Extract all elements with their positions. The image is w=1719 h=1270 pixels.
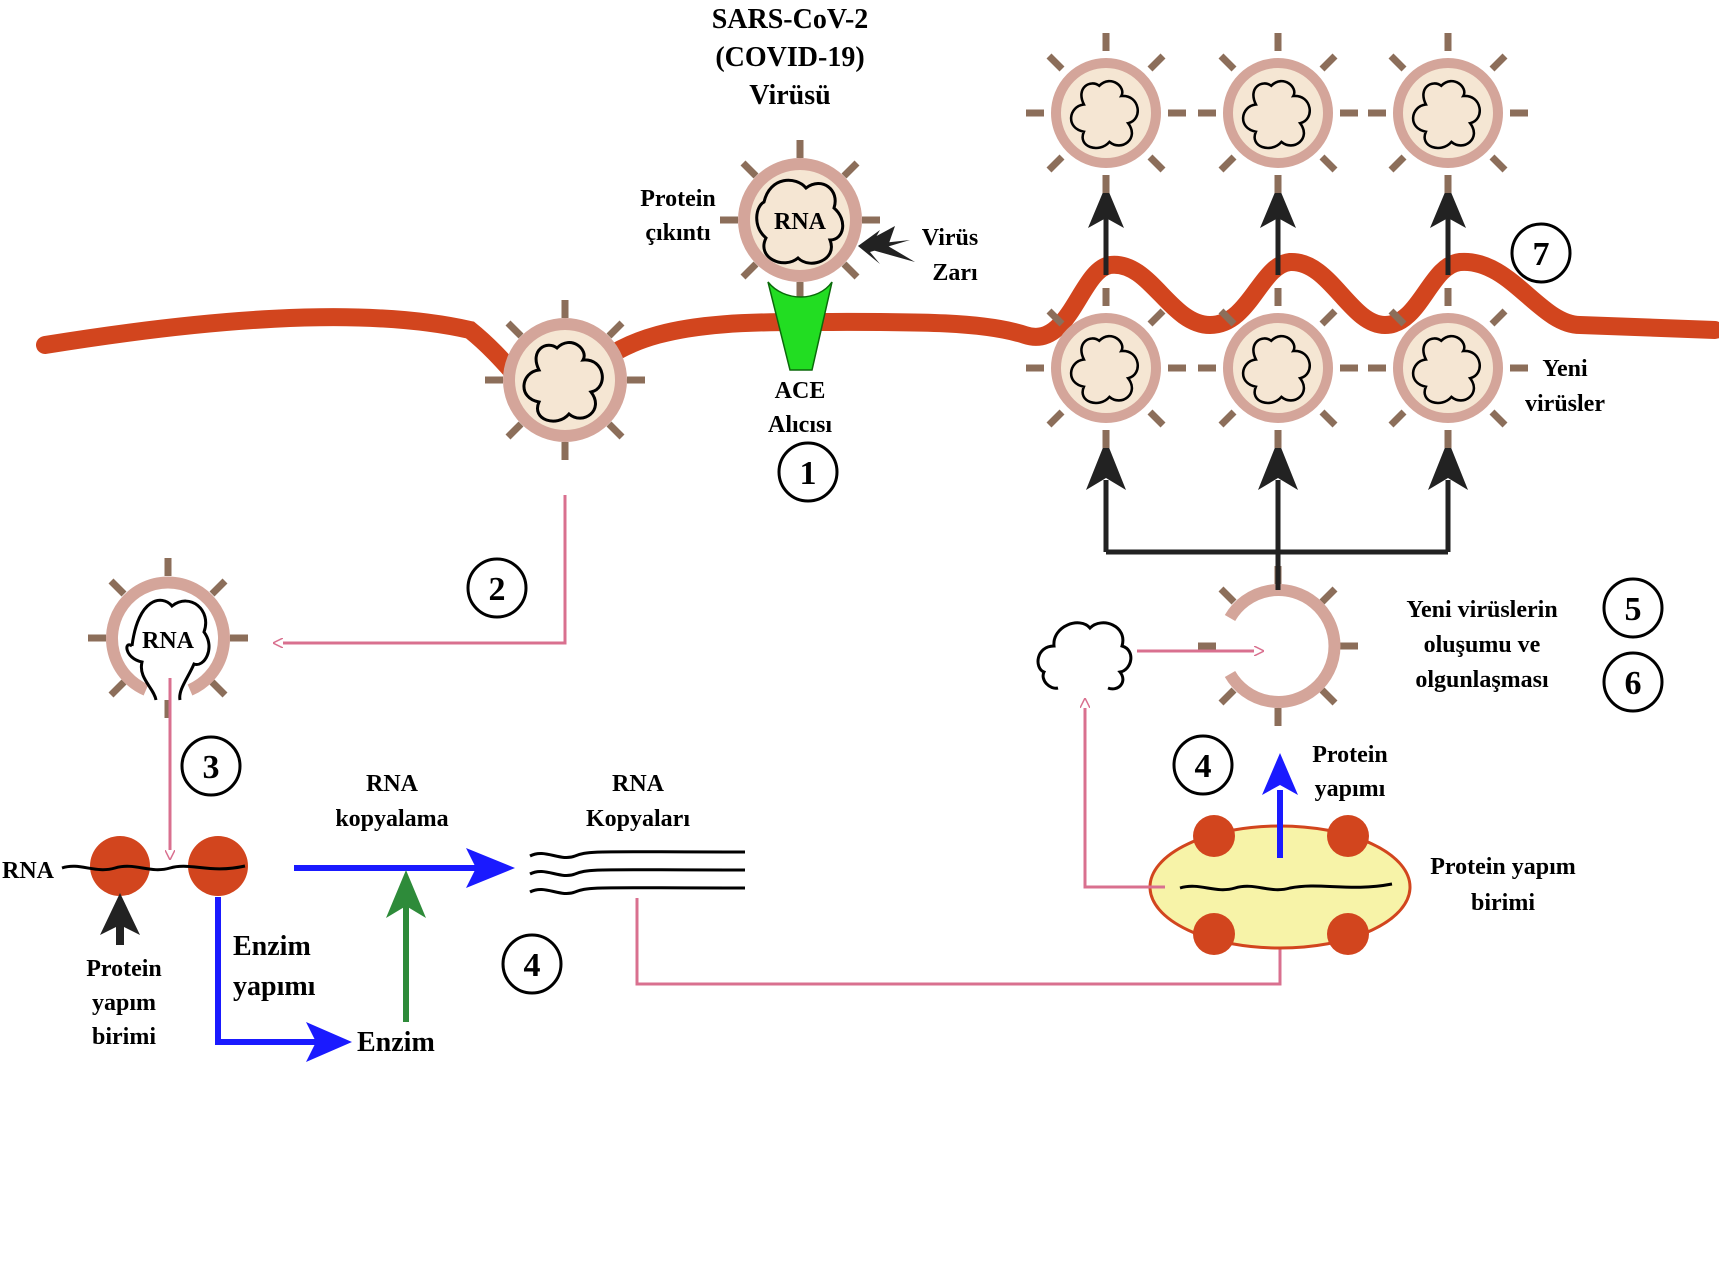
step-7: 7 <box>1533 236 1550 273</box>
er-ribosome-3 <box>1193 913 1235 955</box>
virus-main: RNA <box>720 140 880 300</box>
ribosome-pointer-head <box>100 893 140 935</box>
step-4-right-circle <box>1172 734 1234 796</box>
step-4-left: 4 <box>524 947 541 984</box>
er-label-2: birimi <box>1471 890 1535 916</box>
title-line-2: (COVID-19) <box>715 42 864 73</box>
uncoat-rna-label: RNA <box>142 628 195 654</box>
ace-label-2: Alıcısı <box>768 412 832 438</box>
bracket-arrowhead-3 <box>1428 440 1468 490</box>
protein-yapimi-label-1: Protein <box>1312 742 1388 768</box>
protein-cikinti-label-1: Protein <box>640 186 716 212</box>
step-7-circle <box>1510 222 1572 284</box>
new-virus-inside-3 <box>1368 288 1528 448</box>
er-label-1: Protein yapım <box>1430 854 1576 880</box>
distribution-bracket <box>1103 480 1451 590</box>
ribosome-left-label-2: yapım <box>92 990 156 1016</box>
er-rna-strand <box>1179 882 1393 892</box>
rna-kopyalari-label-2: Kopyaları <box>586 806 690 832</box>
title-line-1: SARS-CoV-2 <box>712 4 869 35</box>
rna-strand-left <box>61 864 246 872</box>
new-virus-inside-1 <box>1026 288 1186 448</box>
step-1: 1 <box>800 455 817 492</box>
virus-uncoating: RNA <box>88 558 248 718</box>
assembly-label-2: oluşumu ve <box>1424 632 1541 658</box>
enzim-yapimi-label-1: Enzim <box>233 931 311 962</box>
rna-kopyalari-label-1: RNA <box>612 771 665 797</box>
er-ribosome-4 <box>1327 913 1369 955</box>
virus-zari-label-2: Zarı <box>932 260 978 286</box>
protein-cikinti-label-2: çıkıntı <box>645 220 711 246</box>
assembly-label-3: olgunlaşması <box>1415 667 1549 693</box>
step-2: 2 <box>489 571 506 608</box>
step-5: 5 <box>1625 591 1642 628</box>
release-arrowhead-3 <box>1430 185 1466 228</box>
ribosome-left-label-3: birimi <box>92 1024 156 1050</box>
virus-assembly <box>1198 566 1358 726</box>
yeni-virusler-label-1: Yeni <box>1542 356 1588 382</box>
rna-kopyalama-label-1: RNA <box>366 771 419 797</box>
released-virus-1 <box>1026 33 1186 193</box>
rna-copies <box>529 850 746 895</box>
step-2-circle <box>466 557 528 619</box>
ace-receptor <box>767 281 833 371</box>
flow-enzyme-catalysis-head <box>386 870 426 918</box>
step-1-circle <box>777 441 839 503</box>
ribosome-left-label-1: Protein <box>86 956 162 982</box>
release-arrowhead-2 <box>1260 185 1296 228</box>
flow-enzyme-synthesis-head <box>306 1022 352 1062</box>
flow-rna-replication-head <box>466 848 515 888</box>
step-3-circle <box>180 735 242 797</box>
assembly-label-1: Yeni virüslerin <box>1406 597 1557 623</box>
yeni-virusler-label-2: virüsler <box>1525 391 1605 417</box>
er-ribosome-1 <box>1193 815 1235 857</box>
ribosome-left-2 <box>188 836 248 896</box>
step-3: 3 <box>203 749 220 786</box>
released-virus-3 <box>1368 33 1528 193</box>
new-rna-genome <box>1036 621 1133 691</box>
step-4-right: 4 <box>1195 748 1212 785</box>
rna-kopyalama-label-2: kopyalama <box>335 806 448 832</box>
flow-protein-synthesis-head <box>1262 753 1298 795</box>
bracket-arrowhead-1 <box>1086 440 1126 490</box>
flow-enzyme-synthesis <box>215 897 320 1045</box>
ace-label-1: ACE <box>775 378 826 404</box>
released-virus-2 <box>1198 33 1358 193</box>
release-arrowhead-1 <box>1088 185 1124 228</box>
step-5-circle <box>1602 577 1664 639</box>
flow-er-to-rna <box>1085 700 1165 889</box>
step-4-left-circle <box>501 933 563 995</box>
er-ribosome-2 <box>1327 815 1369 857</box>
bracket-arrowhead-2 <box>1258 440 1298 490</box>
enzim-yapimi-label-2: yapımı <box>233 971 316 1002</box>
step-6: 6 <box>1625 665 1642 702</box>
rna-strand-label: RNA <box>2 858 55 884</box>
virus-rna-label: RNA <box>774 209 827 235</box>
virus-zari-label-1: Virüs <box>922 225 978 251</box>
virus-entering <box>485 300 645 460</box>
protein-yapimi-label-2: yapımı <box>1315 776 1386 802</box>
title-line-3: Virüsü <box>749 80 830 111</box>
flow-entry-to-uncoat <box>275 495 567 643</box>
step-6-circle <box>1602 651 1664 713</box>
enzim-label: Enzim <box>357 1027 435 1058</box>
new-virus-inside-2 <box>1198 288 1358 448</box>
